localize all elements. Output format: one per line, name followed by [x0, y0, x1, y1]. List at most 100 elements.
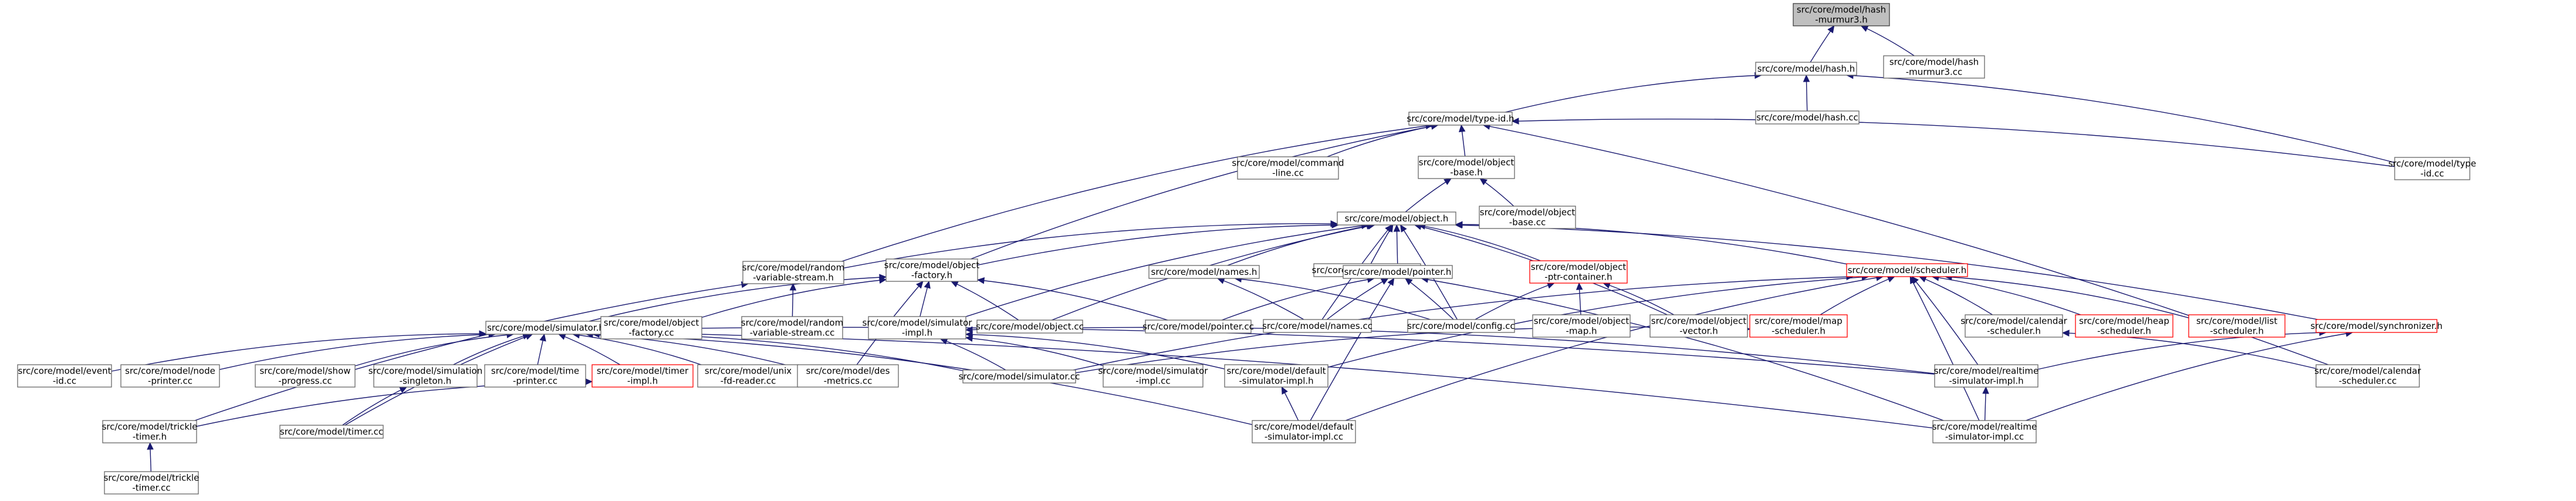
node-names-h[interactable]: src/core/model/names.h [1148, 265, 1260, 279]
arrowhead [965, 331, 973, 338]
node-default-simulator-impl-h[interactable]: src/core/model/default-simulator-impl.h [1224, 364, 1328, 388]
node-label: -simulator-impl.cc [1945, 432, 2024, 442]
node-synchronizer-h[interactable]: src/core/model/synchronizer.h [2310, 319, 2443, 333]
node-random-variable-stream-h[interactable]: src/core/model/random-variable-stream.h [742, 261, 844, 284]
node-object-cc[interactable]: src/core/model/object.cc [976, 320, 1084, 334]
edge-calendar_scheduler_h-includes-scheduler_h [1919, 276, 1993, 315]
node-simulator-impl-h[interactable]: src/core/model/simulator-impl.h [863, 316, 973, 339]
node-timer-cc[interactable]: src/core/model/timer.cc [279, 425, 384, 439]
node-trickle-timer-h[interactable]: src/core/model/trickle-timer.h [102, 420, 198, 443]
node-label: -scheduler.h [1987, 326, 2041, 337]
node-hash-murmur3-cc[interactable]: src/core/model/hash-murmur3.cc [1883, 55, 1985, 79]
node-scheduler-h[interactable]: src/core/model/scheduler.h [1846, 263, 1968, 277]
node-simulator-cc[interactable]: src/core/model/simulator.cc [959, 369, 1080, 384]
node-label: src/core/model/time [491, 366, 579, 376]
node-simulator-impl-cc[interactable]: src/core/model/simulator-impl.cc [1098, 364, 1209, 388]
node-hash-murmur3-h[interactable]: src/core/model/hash-murmur3.h [1793, 3, 1890, 26]
node-object-vector-h[interactable]: src/core/model/object-vector.h [1649, 314, 1748, 338]
node-hash-cc[interactable]: src/core/model/hash.cc [1755, 110, 1860, 125]
node-node-printer-cc[interactable]: src/core/model/node-printer.cc [120, 364, 220, 388]
node-pointer-h[interactable]: src/core/model/pointer.h [1343, 265, 1453, 279]
node-object-h[interactable]: src/core/model/object.h [1337, 211, 1456, 226]
edge-unix_fd_reader_cc-includes-simulator_h [573, 334, 702, 365]
node-label: src/core/model/simulator [863, 318, 973, 328]
node-box [1479, 206, 1576, 229]
node-show-progress-cc[interactable]: src/core/model/show-progress.cc [255, 364, 356, 388]
node-label: src/core/model/object.cc [976, 321, 1084, 332]
edge-show_progress_cc-includes-simulator_h [354, 334, 514, 366]
node-map-scheduler-h[interactable]: src/core/model/map-scheduler.h [1749, 314, 1848, 338]
arrowhead [1909, 275, 1916, 284]
edge-names_h-includes-object_h [1227, 224, 1374, 266]
node-type-id-h[interactable]: src/core/model/type-id.h [1407, 112, 1515, 126]
arrowhead [1887, 276, 1895, 283]
node-box [742, 261, 844, 284]
node-calendar-scheduler-h[interactable]: src/core/model/calendar-scheduler.h [1960, 314, 2068, 338]
node-object-map-h[interactable]: src/core/model/object-map.h [1532, 314, 1631, 338]
node-time-printer-cc[interactable]: src/core/model/time-printer.cc [484, 364, 586, 388]
arrowhead [1404, 278, 1413, 285]
node-label: src/core/model/list [2196, 316, 2277, 327]
node-object-factory-h[interactable]: src/core/model/object-factory.h [884, 258, 980, 282]
node-label: src/core/model/type-id.h [1407, 113, 1514, 124]
edge-object_vector_h-includes-object_ptr_container_h [1603, 283, 1674, 315]
node-label: src/core/model/calendar [2314, 366, 2421, 376]
node-list-scheduler-h[interactable]: src/core/model/list-scheduler.h [2188, 314, 2286, 338]
node-object-factory-cc[interactable]: src/core/model/object-factory.cc [600, 316, 702, 339]
arrowhead [916, 281, 924, 289]
node-box [2188, 314, 2286, 338]
node-type-id-cc[interactable]: src/core/model/type-id.cc [2388, 157, 2476, 180]
node-label: src/core/model/names.cc [1262, 321, 1372, 331]
node-heap-scheduler-h[interactable]: src/core/model/heap-scheduler.h [2075, 314, 2173, 338]
node-random-variable-stream-cc[interactable]: src/core/model/random-variable-stream.cc [741, 316, 843, 339]
arrowhead [1380, 278, 1389, 285]
edge-default_simulator_impl_cc-includes-scheduler_h [1345, 276, 1883, 421]
edge-command_line_cc-includes-type_id_h [1327, 125, 1438, 157]
node-pointer-cc[interactable]: src/core/model/pointer.cc [1142, 320, 1254, 334]
arrowhead [950, 281, 959, 288]
node-label: -printer.cc [513, 376, 557, 386]
node-object-base-h[interactable]: src/core/model/object-base.h [1418, 156, 1515, 179]
edge-calendar_scheduler_cc-includes-calendar_scheduler_h [2062, 332, 2317, 369]
node-label: src/core/model/object.h [1345, 213, 1449, 224]
node-label: -murmur3.cc [1906, 67, 1963, 78]
edge-object_cc-includes-object_h [1052, 224, 1375, 321]
node-label: src/core/model/des [806, 366, 890, 376]
node-hash-h[interactable]: src/core/model/hash.h [1755, 62, 1857, 76]
arrowhead [147, 442, 154, 450]
node-realtime-simulator-impl-h[interactable]: src/core/model/realtime-simulator-impl.h [1934, 364, 2039, 388]
node-simulator-h[interactable]: src/core/model/simulator.h [485, 321, 606, 335]
node-event-id-cc[interactable]: src/core/model/event-id.cc [17, 364, 112, 388]
node-box [1408, 112, 1513, 126]
edge-simulator_impl_h-includes-object_h [965, 224, 1368, 317]
node-command-line-cc[interactable]: src/core/model/command-line.cc [1232, 156, 1344, 180]
node-label: -id.cc [53, 376, 76, 386]
node-names-cc[interactable]: src/core/model/names.cc [1262, 319, 1372, 333]
node-label: -id.cc [2421, 169, 2444, 179]
node-object-ptr-container-h[interactable]: src/core/model/object-ptr-container.h [1529, 260, 1628, 284]
node-object-base-cc[interactable]: src/core/model/object-base.cc [1479, 206, 1576, 229]
node-box [1252, 420, 1356, 443]
node-default-simulator-impl-cc[interactable]: src/core/model/default-simulator-impl.cc [1252, 420, 1356, 443]
node-calendar-scheduler-cc[interactable]: src/core/model/calendar-scheduler.cc [2314, 364, 2422, 388]
edge-list_scheduler_h-includes-scheduler_h [1945, 276, 2189, 318]
node-trickle-timer-cc[interactable]: src/core/model/trickle-timer.cc [104, 471, 200, 495]
arrowhead [479, 330, 487, 337]
node-label: src/core/model/object [1480, 207, 1576, 218]
edge-type_id_cc-includes-hash_h [1846, 75, 2395, 163]
node-box [120, 364, 220, 388]
node-config-cc[interactable]: src/core/model/config.cc [1407, 319, 1515, 333]
node-timer-impl-h[interactable]: src/core/model/timer-impl.h [591, 364, 694, 388]
node-label: src/core/model/synchronizer.h [2310, 321, 2442, 331]
node-label: src/core/model/object [884, 260, 980, 271]
edge-default_simulator_impl_cc-includes-pointer_h [1310, 278, 1395, 421]
node-label: src/core/model/map [1754, 316, 1843, 327]
edge-default_simulator_impl_h-includes-scheduler_h [1327, 276, 1869, 368]
node-box [1148, 265, 1260, 279]
node-simulation-singleton-h[interactable]: src/core/model/simulation-singleton.h [369, 364, 482, 388]
node-label: src/core/model/trickle [102, 422, 198, 432]
node-realtime-simulator-impl-cc[interactable]: src/core/model/realtime-simulator-impl.c… [1932, 420, 2037, 443]
node-des-metrics-cc[interactable]: src/core/model/des-metrics.cc [797, 364, 899, 388]
node-unix-fd-reader-cc[interactable]: src/core/model/unix-fd-reader.cc [697, 364, 799, 388]
edge-realtime_simulator_impl_h-includes-scheduler_h [1911, 276, 1979, 365]
